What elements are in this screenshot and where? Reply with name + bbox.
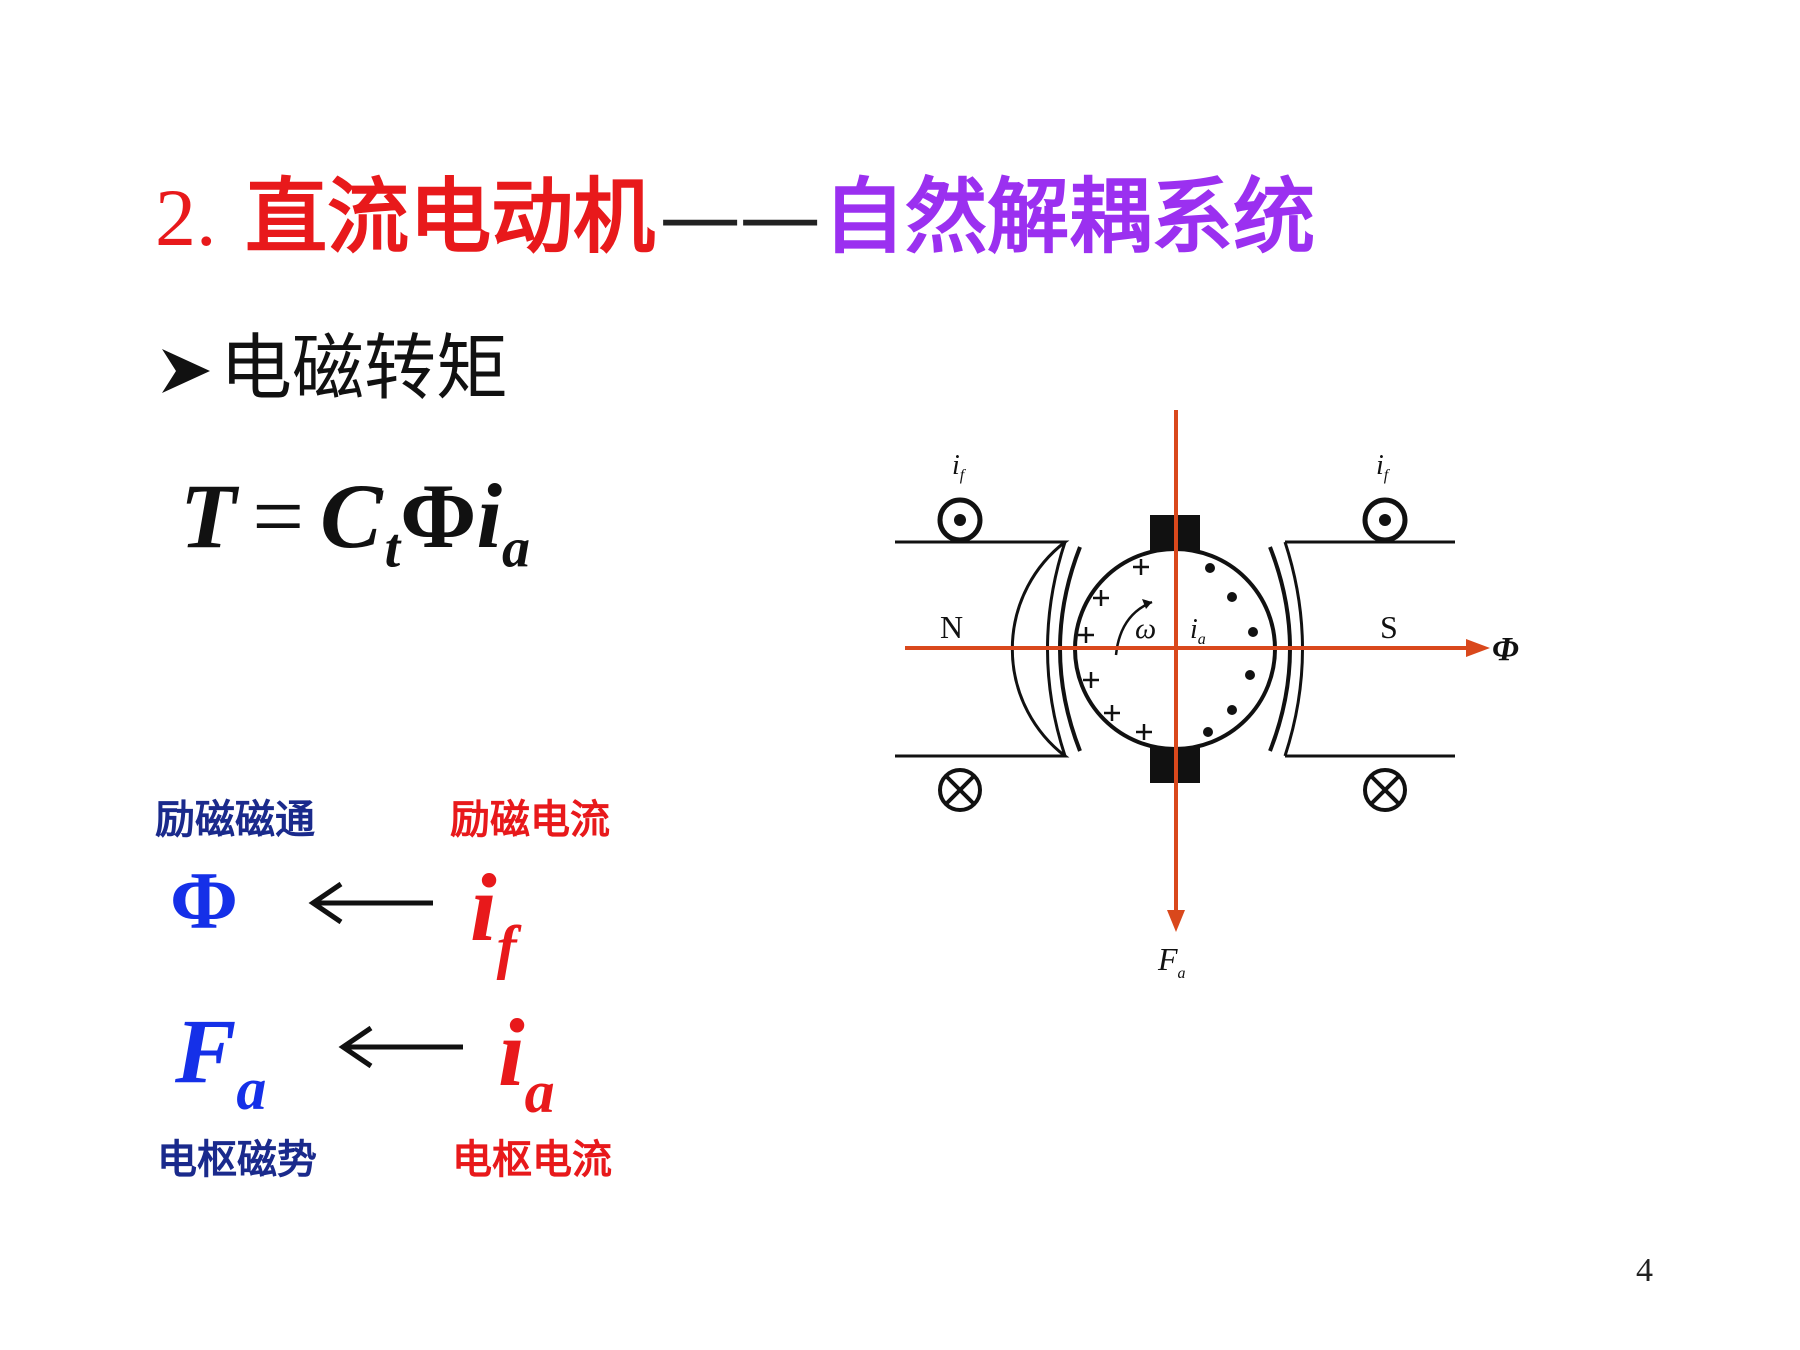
label-omega: ω <box>1135 612 1156 645</box>
formula-C: C <box>320 465 382 567</box>
arrow-flux-from-if-icon <box>308 881 433 925</box>
formula-T: T <box>180 465 237 567</box>
formula-equals: = <box>252 465 305 567</box>
torque-formula: T=C'tΦia <box>180 470 530 577</box>
dc-motor-diagram: if if N S ω ia Φ Fa <box>895 410 1519 982</box>
formula-C-prime: ' <box>375 481 387 526</box>
bullet-text: 电磁转矩 <box>220 326 509 410</box>
coil-cross-right-icon <box>1363 768 1407 812</box>
symbol-if-main: i <box>470 854 497 961</box>
label-armature-mmf: 电枢磁势 <box>157 1137 317 1183</box>
bullet-arrow-icon <box>162 349 210 393</box>
symbol-if-sub: f <box>496 914 517 980</box>
title-number: 2. <box>155 172 217 263</box>
vertical-axis-arrow-icon <box>1167 910 1185 932</box>
rotation-arrow-icon <box>1142 599 1152 609</box>
title-part-dc-motor: 直流电动机 <box>245 169 656 265</box>
label-if-left: if <box>952 450 967 484</box>
page-number: 4 <box>1636 1252 1653 1289</box>
title-dash: —— <box>659 170 821 265</box>
slide-title: 2. 直流电动机——自然解耦系统 <box>155 176 1315 259</box>
label-excitation-current: 励磁电流 <box>450 797 610 843</box>
conductor-dot-marks <box>1203 563 1258 737</box>
horizontal-axis-arrow-icon <box>1466 639 1490 657</box>
symbol-Fa-main: F <box>175 1000 237 1102</box>
symbol-Fa: Fa <box>175 1005 266 1119</box>
label-Fa: Fa <box>1157 941 1186 982</box>
label-phi-axis: Φ <box>1492 631 1519 668</box>
formula-C-sub: t <box>384 517 401 580</box>
conductor-plus-marks <box>1078 559 1152 740</box>
symbol-if: if <box>470 860 517 980</box>
label-armature-current: 电枢电流 <box>452 1137 612 1183</box>
formula-Phi: Φ <box>400 465 477 567</box>
formula-i-sub: a <box>502 517 530 580</box>
title-part-decoupling: 自然解耦系统 <box>823 169 1316 265</box>
coil-cross-left-icon <box>938 768 982 812</box>
symbol-ia-sub: a <box>524 1059 555 1125</box>
label-pole-S: S <box>1380 609 1398 645</box>
symbol-ia-main: i <box>498 999 525 1106</box>
symbol-Fa-sub: a <box>236 1056 267 1122</box>
label-excitation-flux: 励磁磁通 <box>155 797 315 843</box>
symbol-ia: ia <box>498 1005 555 1125</box>
label-pole-N: N <box>940 609 963 645</box>
coil-dot-right-icon <box>1362 497 1408 543</box>
label-if-right: if <box>1376 450 1391 484</box>
formula-i: i <box>476 465 502 567</box>
coil-dot-left-icon <box>937 497 983 543</box>
symbol-flux: Φ <box>170 855 238 946</box>
arrow-Fa-from-ia-icon <box>338 1025 463 1069</box>
label-ia: ia <box>1190 614 1206 648</box>
bullet-electromagnetic-torque: 电磁转矩 <box>160 332 508 404</box>
